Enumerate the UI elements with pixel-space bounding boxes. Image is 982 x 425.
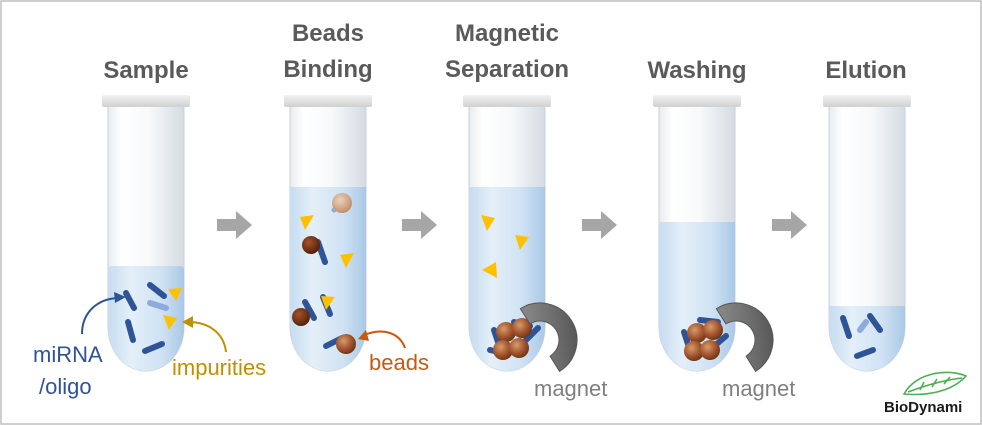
mirna-pointer <box>81 297 121 335</box>
tube-elution <box>823 95 911 372</box>
step-title-sample: Sample <box>103 57 188 84</box>
tube-magnetic-separation <box>463 95 592 372</box>
mirna-strands <box>123 282 167 354</box>
step-title-beads-binding-2: Binding <box>283 56 372 83</box>
step-title-washing: Washing <box>647 57 746 84</box>
step-title-magnetic-separation-1: Magnetic <box>455 20 559 47</box>
mirna-label-line1: miRNA <box>33 342 103 367</box>
beads-pointer <box>361 330 406 349</box>
magnet-label: magnet <box>722 376 795 401</box>
impurities-pointer <box>187 321 227 353</box>
step-title-magnetic-separation-2: Separation <box>445 56 569 83</box>
tube-washing <box>653 95 788 372</box>
biodynami-logo: BioDynami <box>884 371 968 416</box>
tube-rim <box>102 95 190 107</box>
impurity-triangles <box>163 288 182 330</box>
tube-sample <box>102 95 190 372</box>
arrow-right-icon <box>402 211 437 239</box>
step-title-elution: Elution <box>825 57 906 84</box>
logo-text: BioDynami <box>884 399 962 416</box>
step-title-beads-binding-1: Beads <box>292 20 364 47</box>
leaf-icon <box>902 371 968 396</box>
impurities-label: impurities <box>172 355 266 380</box>
magnet-label: magnet <box>534 376 607 401</box>
arrow-right-icon <box>772 211 807 239</box>
mirna-label-line2: /oligo <box>39 374 92 399</box>
arrow-right-icon <box>582 211 617 239</box>
beads-label: beads <box>369 350 429 375</box>
tube-beads-binding <box>284 95 372 372</box>
arrow-right-icon <box>217 211 252 239</box>
